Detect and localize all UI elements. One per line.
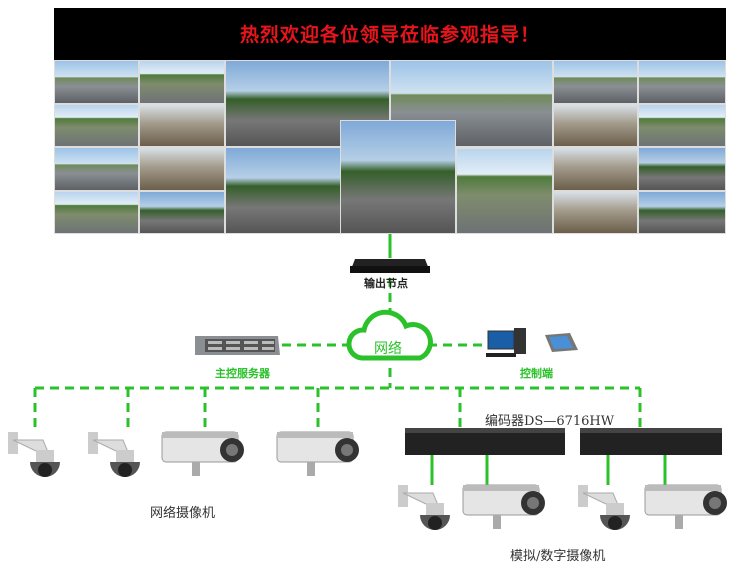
bullet-camera-icon: [644, 484, 728, 530]
encoder-label: 编码器DS—6716HW: [485, 414, 615, 429]
video-wall: [54, 60, 726, 234]
analog-digital-cameras-label: 模拟/数字摄像机: [510, 549, 606, 564]
dome-camera-icon: [7, 431, 61, 478]
video-feed: [139, 104, 225, 147]
video-feed: [638, 60, 726, 104]
network-label: 网络: [374, 341, 402, 357]
video-feed: [54, 191, 139, 234]
main-server-label: 主控服务器: [215, 367, 270, 380]
encoder-device: [580, 428, 722, 455]
encoder-device: [405, 428, 565, 455]
video-feed: [553, 104, 638, 147]
video-feed: [553, 191, 638, 234]
video-feed: [456, 148, 553, 234]
server-icon: [195, 336, 280, 355]
video-feed: [553, 147, 638, 191]
control-terminal-label: 控制端: [520, 367, 553, 380]
video-feed: [54, 104, 139, 147]
video-feed: [139, 191, 225, 234]
desktop-pc-icon: [486, 328, 526, 357]
tablet-icon: [545, 333, 578, 352]
video-feed: [139, 60, 225, 104]
welcome-banner: 热烈欢迎各位领导莅临参观指导！: [54, 8, 726, 60]
dome-camera-icon: [87, 431, 141, 478]
output-node-device: [350, 259, 430, 273]
bullet-camera-icon: [161, 431, 245, 477]
video-feed: [638, 191, 726, 234]
dome-camera-icon: [577, 484, 631, 531]
network-cloud-icon: [346, 309, 433, 361]
video-feed: [54, 60, 139, 104]
video-feed: [638, 104, 726, 147]
bullet-camera-icon: [462, 484, 546, 530]
output-node-label: 输出节点: [364, 277, 408, 290]
video-feed: [553, 60, 638, 104]
bullet-camera-icon: [276, 431, 360, 477]
video-feed: [638, 147, 726, 191]
video-feed: [139, 147, 225, 191]
dome-camera-icon: [397, 484, 451, 531]
video-feed: [340, 120, 456, 234]
network-cameras-label: 网络摄像机: [150, 506, 216, 521]
video-feed: [54, 147, 139, 191]
